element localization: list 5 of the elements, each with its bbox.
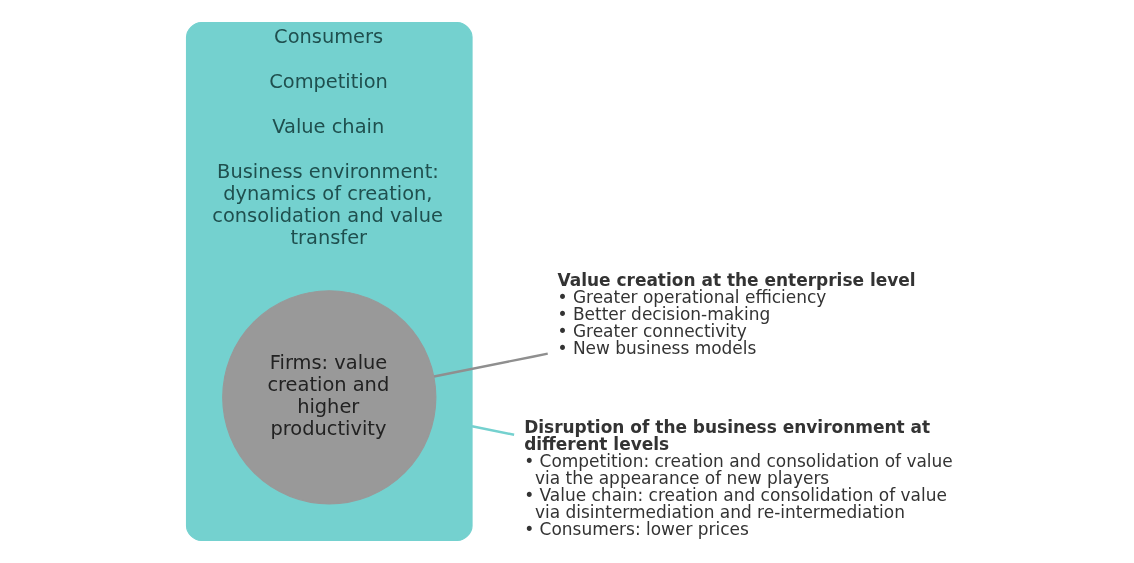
node-text: Value creation at the enterprise level • Greater operational efficiency • Better decision-making • Greater connectivity • New business models bbox=[557, 269, 916, 358]
node-text: Disruption of the business environment at different levels • Competition: creation and consolidation of value via the appearance of new players • Value chain: creation and consolidation of value via disintermediation and re-intermediation • Consumers: lower prices bbox=[524, 416, 953, 539]
node-circle: Firms: value creation and higher productivity bbox=[222, 290, 437, 505]
connector bbox=[433, 352, 548, 378]
connector bbox=[471, 425, 515, 436]
